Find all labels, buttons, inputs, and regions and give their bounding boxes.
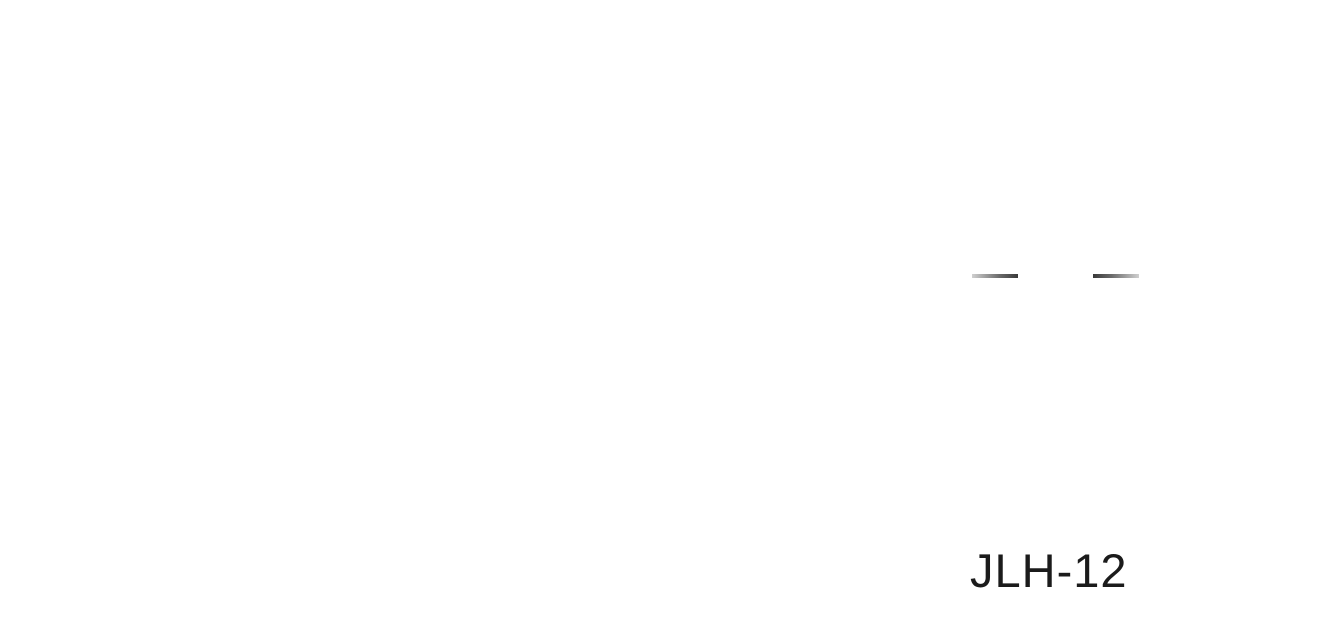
left-dash-mark — [972, 274, 1018, 278]
model-label: JLH-12 — [970, 544, 1128, 597]
right-dash-mark — [1093, 274, 1139, 278]
